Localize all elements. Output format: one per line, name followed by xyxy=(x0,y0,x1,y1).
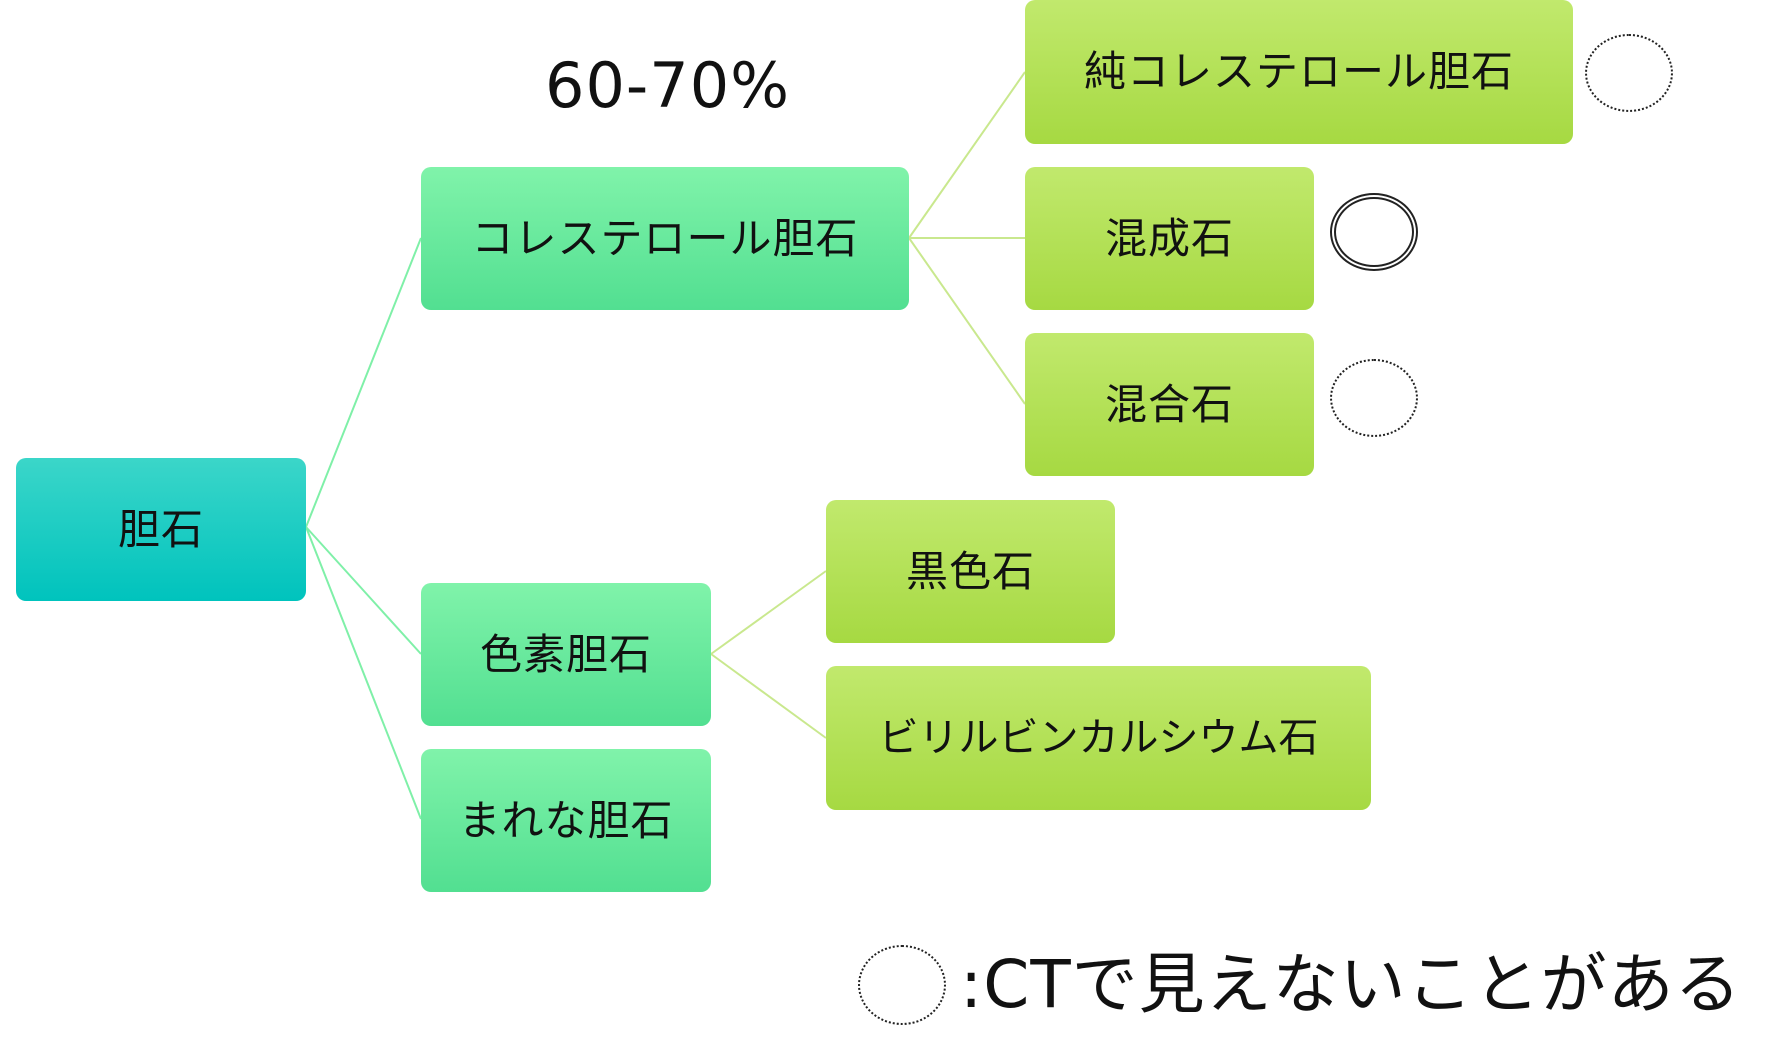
connector-pigment-black xyxy=(710,570,827,655)
dotted-circle-icon xyxy=(1330,359,1418,437)
connector-cholesterol-mixed xyxy=(908,237,1026,405)
legend-text: :CTで見えないことがある xyxy=(960,946,1742,1023)
gallstone-root-node: 胆石 xyxy=(16,458,306,601)
connector-pigment-bilirubin xyxy=(710,653,827,739)
pure-cholesterol-gallstone-node: 純コレステロール胆石 xyxy=(1025,0,1573,144)
connector-root-cholesterol xyxy=(305,237,422,528)
connector-cholesterol-pure xyxy=(908,71,1026,239)
connector-root-rare xyxy=(305,526,422,820)
combined-stone-node: 混成石 xyxy=(1025,167,1314,310)
bilirubin-calcium-stone-node: ビリルビンカルシウム石 xyxy=(826,666,1371,810)
pigment-gallstone-node: 色素胆石 xyxy=(421,583,711,726)
rare-gallstone-node: まれな胆石 xyxy=(421,749,711,892)
cholesterol-percentage-label: 60-70% xyxy=(545,49,791,122)
legend: :CTで見えないことがある xyxy=(858,940,1742,1030)
dotted-circle-icon xyxy=(1585,34,1673,112)
double-circle-icon xyxy=(1330,193,1418,271)
connector-root-pigment xyxy=(305,526,422,655)
cholesterol-gallstone-node: コレステロール胆石 xyxy=(421,167,909,310)
legend-dotted-circle-icon xyxy=(858,945,946,1025)
mixed-stone-node: 混合石 xyxy=(1025,333,1314,476)
black-stone-node: 黒色石 xyxy=(826,500,1115,643)
